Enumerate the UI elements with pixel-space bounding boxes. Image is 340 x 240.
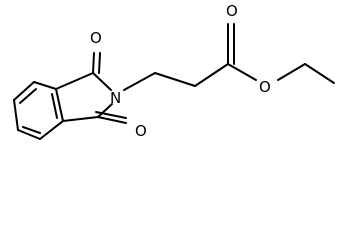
bond-c1-n <box>92 72 112 91</box>
bond-ch2-c <box>194 63 229 87</box>
bond-ring-inner-2 <box>22 126 41 134</box>
bond-ring-4 <box>17 129 41 140</box>
bond-co-top-1 <box>92 52 95 74</box>
atom-oxygen-top: O <box>90 29 102 47</box>
bond-ch2-ch3 <box>304 63 335 84</box>
bond-ring-6 <box>55 88 64 122</box>
bond-ring-1 <box>33 81 57 90</box>
atom-oxygen-carbonyl: O <box>226 2 238 20</box>
bond-ch2-ch2 <box>154 72 196 87</box>
molecule-structure: O N O O O <box>13 2 335 140</box>
bond-ring-5 <box>39 120 64 140</box>
atom-oxygen-bottom: O <box>135 122 147 140</box>
bond-ring-inner-3 <box>51 93 58 119</box>
bond-co-bottom-2 <box>95 111 127 119</box>
atom-oxygen-ester: O <box>259 78 271 96</box>
bond-ring-2 <box>13 81 35 101</box>
bond-c3-c7a <box>62 116 99 122</box>
structure-canvas: O N O O O <box>13 2 335 140</box>
bond-c3-n <box>97 103 113 118</box>
atom-nitrogen: N <box>110 89 121 107</box>
bond-o-ch2 <box>277 63 306 81</box>
bond-ring-inner-1 <box>19 88 37 104</box>
bond-ring-3 <box>13 99 19 131</box>
bond-c-o-ester <box>227 63 257 81</box>
bond-co-bottom-1 <box>97 116 127 124</box>
bond-c1-c3a <box>55 72 94 90</box>
bond-co-top-2 <box>98 52 101 74</box>
bond-n-ch2 <box>123 72 156 91</box>
